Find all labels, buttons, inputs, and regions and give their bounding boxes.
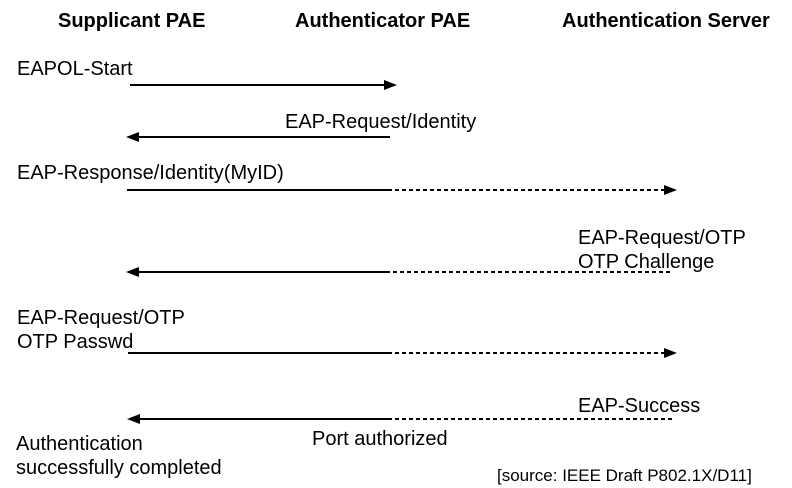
- arrow-eap-request-otp-challenge: [126, 267, 670, 277]
- label-eap-request-otp-challenge: EAP-Request/OTP OTP Challenge: [578, 226, 746, 274]
- label-eap-success: EAP-Success: [578, 395, 701, 417]
- label-eapol-start: EAPOL-Start: [17, 58, 133, 80]
- completion-note-line1: Authentication: [16, 433, 143, 455]
- arrow-eapol-start: [130, 80, 397, 90]
- column-header-supplicant-pae: Supplicant PAE: [58, 10, 206, 32]
- arrow-eap-request-otp-passwd: [128, 348, 677, 358]
- label-port-authorized: Port authorized: [312, 428, 448, 450]
- arrow-eap-response-identity: [127, 185, 677, 195]
- label-eap-request-identity: EAP-Request/Identity: [285, 111, 477, 133]
- column-header-authenticator-pae: Authenticator PAE: [295, 10, 471, 32]
- label-eap-request-otp-passwd-line2: OTP Passwd: [17, 331, 134, 353]
- label-eap-request-otp-passwd-line1: EAP-Request/OTP: [17, 307, 185, 329]
- label-eap-request-otp-passwd: EAP-Request/OTP OTP Passwd: [17, 306, 185, 354]
- completion-note-line2: successfully completed: [16, 457, 222, 479]
- arrow-eap-request-identity: [126, 132, 390, 142]
- label-eap-response-identity: EAP-Response/Identity(MyID): [17, 162, 284, 184]
- source-citation: [source: IEEE Draft P802.1X/D11]: [497, 466, 752, 485]
- arrow-eap-success: [127, 414, 672, 424]
- completion-note: Authentication successfully completed: [16, 432, 222, 480]
- label-eap-request-otp-challenge-line1: EAP-Request/OTP: [578, 227, 746, 249]
- column-header-authentication-server: Authentication Server: [562, 10, 770, 32]
- label-eap-request-otp-challenge-line2: OTP Challenge: [578, 251, 715, 273]
